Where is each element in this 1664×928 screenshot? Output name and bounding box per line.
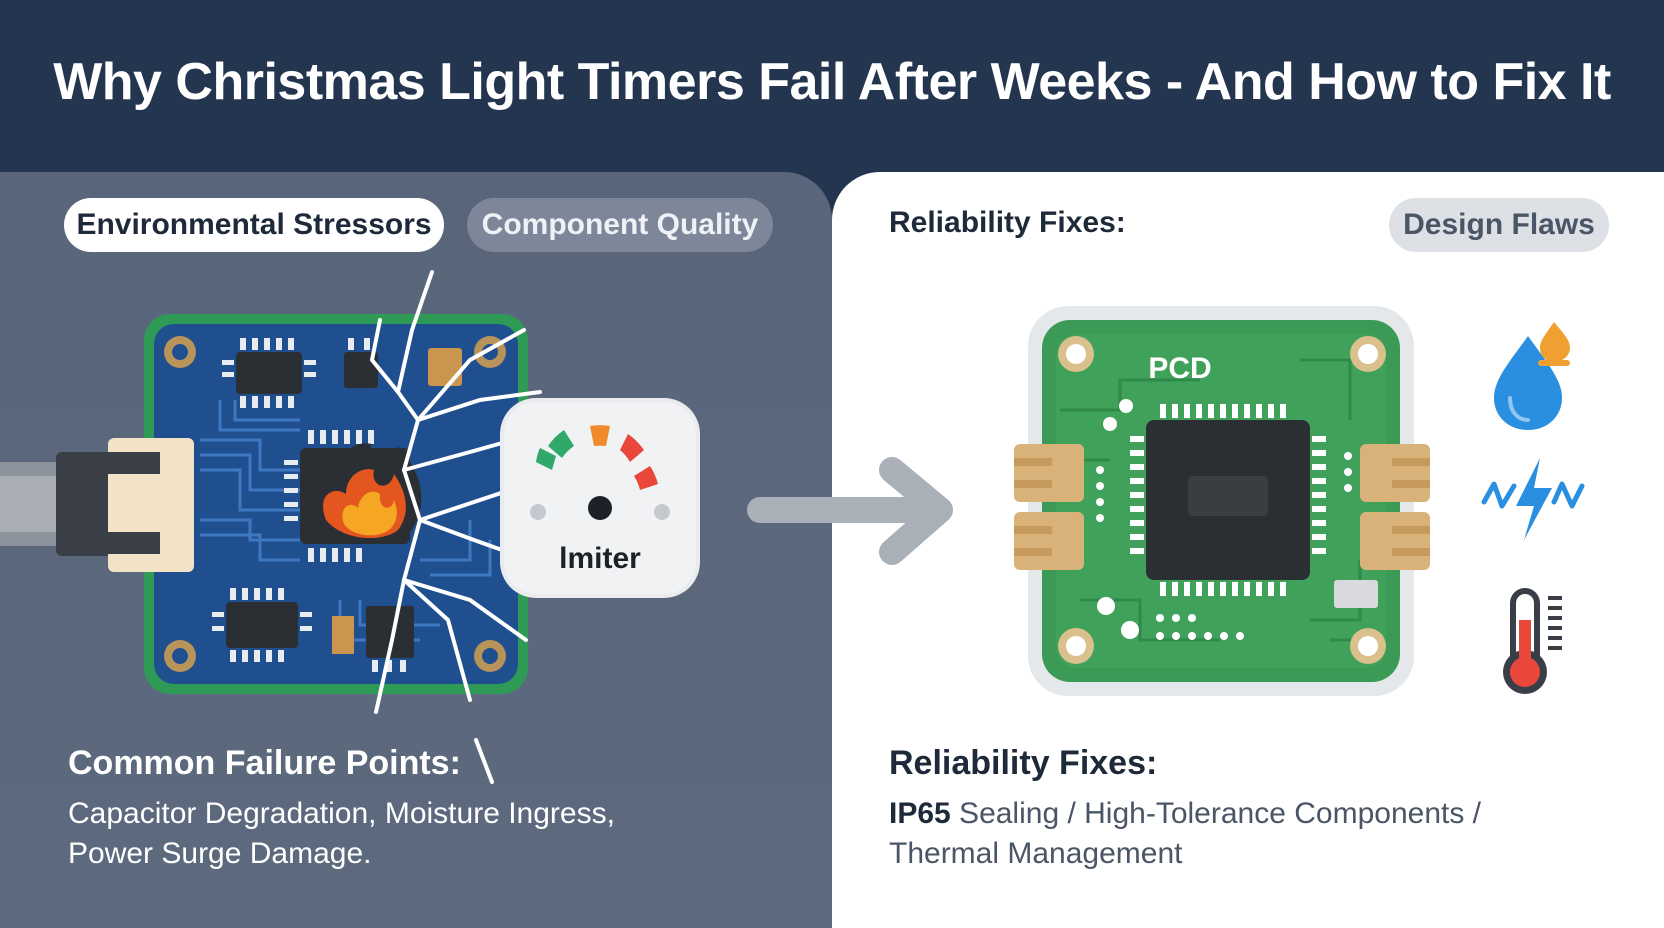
- component-quality-tab[interactable]: Component Quality: [467, 198, 773, 252]
- thermometer-icon: [1503, 588, 1562, 694]
- failure-points-line-1: Capacitor Degradation, Moisture Ingress,: [68, 797, 615, 830]
- surge-limiter-gauge-icon: [500, 398, 700, 598]
- reliability-fixes-line-1: IP65 Sealing / High-Tolerance Components…: [889, 794, 1609, 834]
- reliability-fixes-label: Reliability Fixes:: [889, 206, 1126, 239]
- header-bar: [0, 0, 1664, 172]
- gauge-label: lmiter: [559, 542, 641, 575]
- reliability-fixes-line-1-rest: Sealing / High-Tolerance Components /: [950, 797, 1482, 830]
- reliability-fixes-heading: Reliability Fixes:: [889, 744, 1158, 782]
- environmental-stressors-tab[interactable]: Environmental Stressors: [64, 198, 444, 252]
- arrow-right-icon: [747, 457, 953, 565]
- board-label: PCD: [1148, 352, 1211, 385]
- failure-points-text: Capacitor Degradation, Moisture Ingress,…: [68, 794, 768, 874]
- failure-points-heading: Common Failure Points:: [68, 744, 461, 782]
- failure-points-line-2: Power Surge Damage.: [68, 837, 372, 870]
- sealed-circuit-board-icon: [1014, 306, 1430, 696]
- damaged-circuit-board-icon: [0, 270, 542, 784]
- water-drop-icon: [1494, 322, 1570, 430]
- reliability-fixes-text: IP65 Sealing / High-Tolerance Components…: [889, 794, 1609, 874]
- ip65-rating: IP65: [889, 797, 951, 830]
- design-flaws-tab[interactable]: Design Flaws: [1389, 198, 1609, 252]
- lightning-surge-icon: [1481, 458, 1585, 540]
- reliability-fixes-line-2: Thermal Management: [889, 837, 1183, 870]
- page-title: Why Christmas Light Timers Fail After We…: [53, 53, 1611, 111]
